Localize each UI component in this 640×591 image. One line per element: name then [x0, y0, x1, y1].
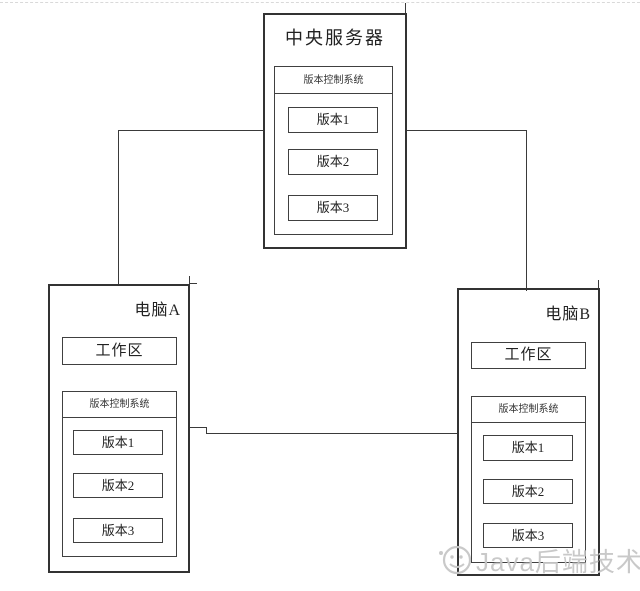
computer-b-title: 电脑B [545, 306, 591, 323]
connector-a-to-b-segment-1 [189, 427, 207, 428]
computer-b-vcs-header: 版本控制系统 [472, 397, 585, 423]
computer-a-vcs-header: 版本控制系统 [63, 392, 176, 418]
computer-b-version-3: 版本3 [483, 523, 573, 548]
corner-overshoot-tick-a-horizontal [190, 283, 197, 284]
server-version-2: 版本2 [288, 149, 378, 175]
server-version-3: 版本3 [288, 195, 378, 221]
corner-overshoot-tick-server [405, 3, 406, 15]
server-version-1: 版本1 [288, 107, 378, 133]
computer-a-version-1: 版本1 [73, 430, 163, 455]
page-top-border [0, 2, 640, 3]
computer-b-version-2: 版本2 [483, 479, 573, 504]
server-vcs-header: 版本控制系统 [275, 67, 392, 94]
computer-b-workspace-box: 工作区 [471, 342, 586, 369]
computer-a-box: 电脑A [48, 284, 190, 573]
central-server-box: 中央服务器 [263, 13, 407, 249]
corner-overshoot-tick-a-vertical [189, 276, 190, 290]
computer-a-title: 电脑A [134, 302, 181, 319]
computer-b-version-1: 版本1 [483, 435, 573, 461]
computer-a-version-3: 版本3 [73, 518, 163, 543]
corner-overshoot-tick-b-vertical [598, 280, 599, 290]
computer-a-workspace-box: 工作区 [62, 337, 177, 365]
central-server-title: 中央服务器 [285, 28, 385, 48]
connector-a-to-b-jog [206, 427, 207, 434]
connector-server-to-a-vertical [118, 130, 119, 285]
connector-server-to-b-vertical [526, 130, 527, 291]
connector-server-to-b-horizontal [405, 130, 527, 131]
connector-server-to-a-horizontal [118, 130, 265, 131]
computer-a-version-2: 版本2 [73, 473, 163, 498]
computer-b-box: 电脑B [457, 288, 600, 576]
connector-a-to-b-segment-2 [206, 433, 459, 434]
